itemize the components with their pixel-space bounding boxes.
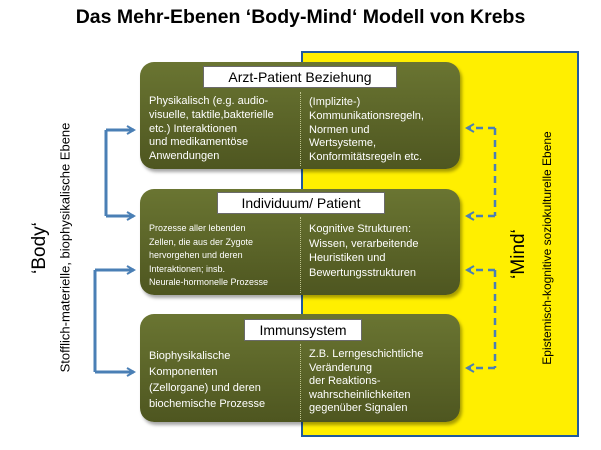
- box-divider: [300, 344, 301, 420]
- box-mind-text: Z.B. Lerngeschichtliche Veränderung der …: [309, 348, 424, 415]
- box-individual-patient: Individuum/ Patient Prozesse aller leben…: [140, 189, 460, 295]
- box-body-text: Physikalisch (e.g. audio- visuelle, takt…: [149, 95, 274, 163]
- box-body-text: Prozesse aller lebenden Zellen, die aus …: [149, 223, 269, 287]
- box-immune-system: Immunsystem Biophysikalische Komponenten…: [140, 314, 460, 422]
- box-heading: Arzt-Patient Beziehung: [203, 66, 397, 88]
- box-doctor-patient-relationship: Arzt-Patient Beziehung Physikalisch (e.g…: [140, 62, 460, 169]
- box-body-text: Biophysikalische Komponenten (Zellorgane…: [149, 350, 266, 410]
- box-mind-text: Kognitive Strukturen: Wissen, verarbeite…: [309, 223, 419, 279]
- diagram-title: Das Mehr-Ebenen ‘Body-Mind‘ Modell von K…: [75, 6, 526, 28]
- box-divider: [300, 217, 301, 293]
- box-heading: Immunsystem: [244, 319, 362, 341]
- box-mind-text: (Implizite-) Kommunikationsregeln, Norme…: [309, 96, 424, 164]
- box-heading: Individuum/ Patient: [217, 192, 385, 214]
- box-divider: [300, 92, 301, 166]
